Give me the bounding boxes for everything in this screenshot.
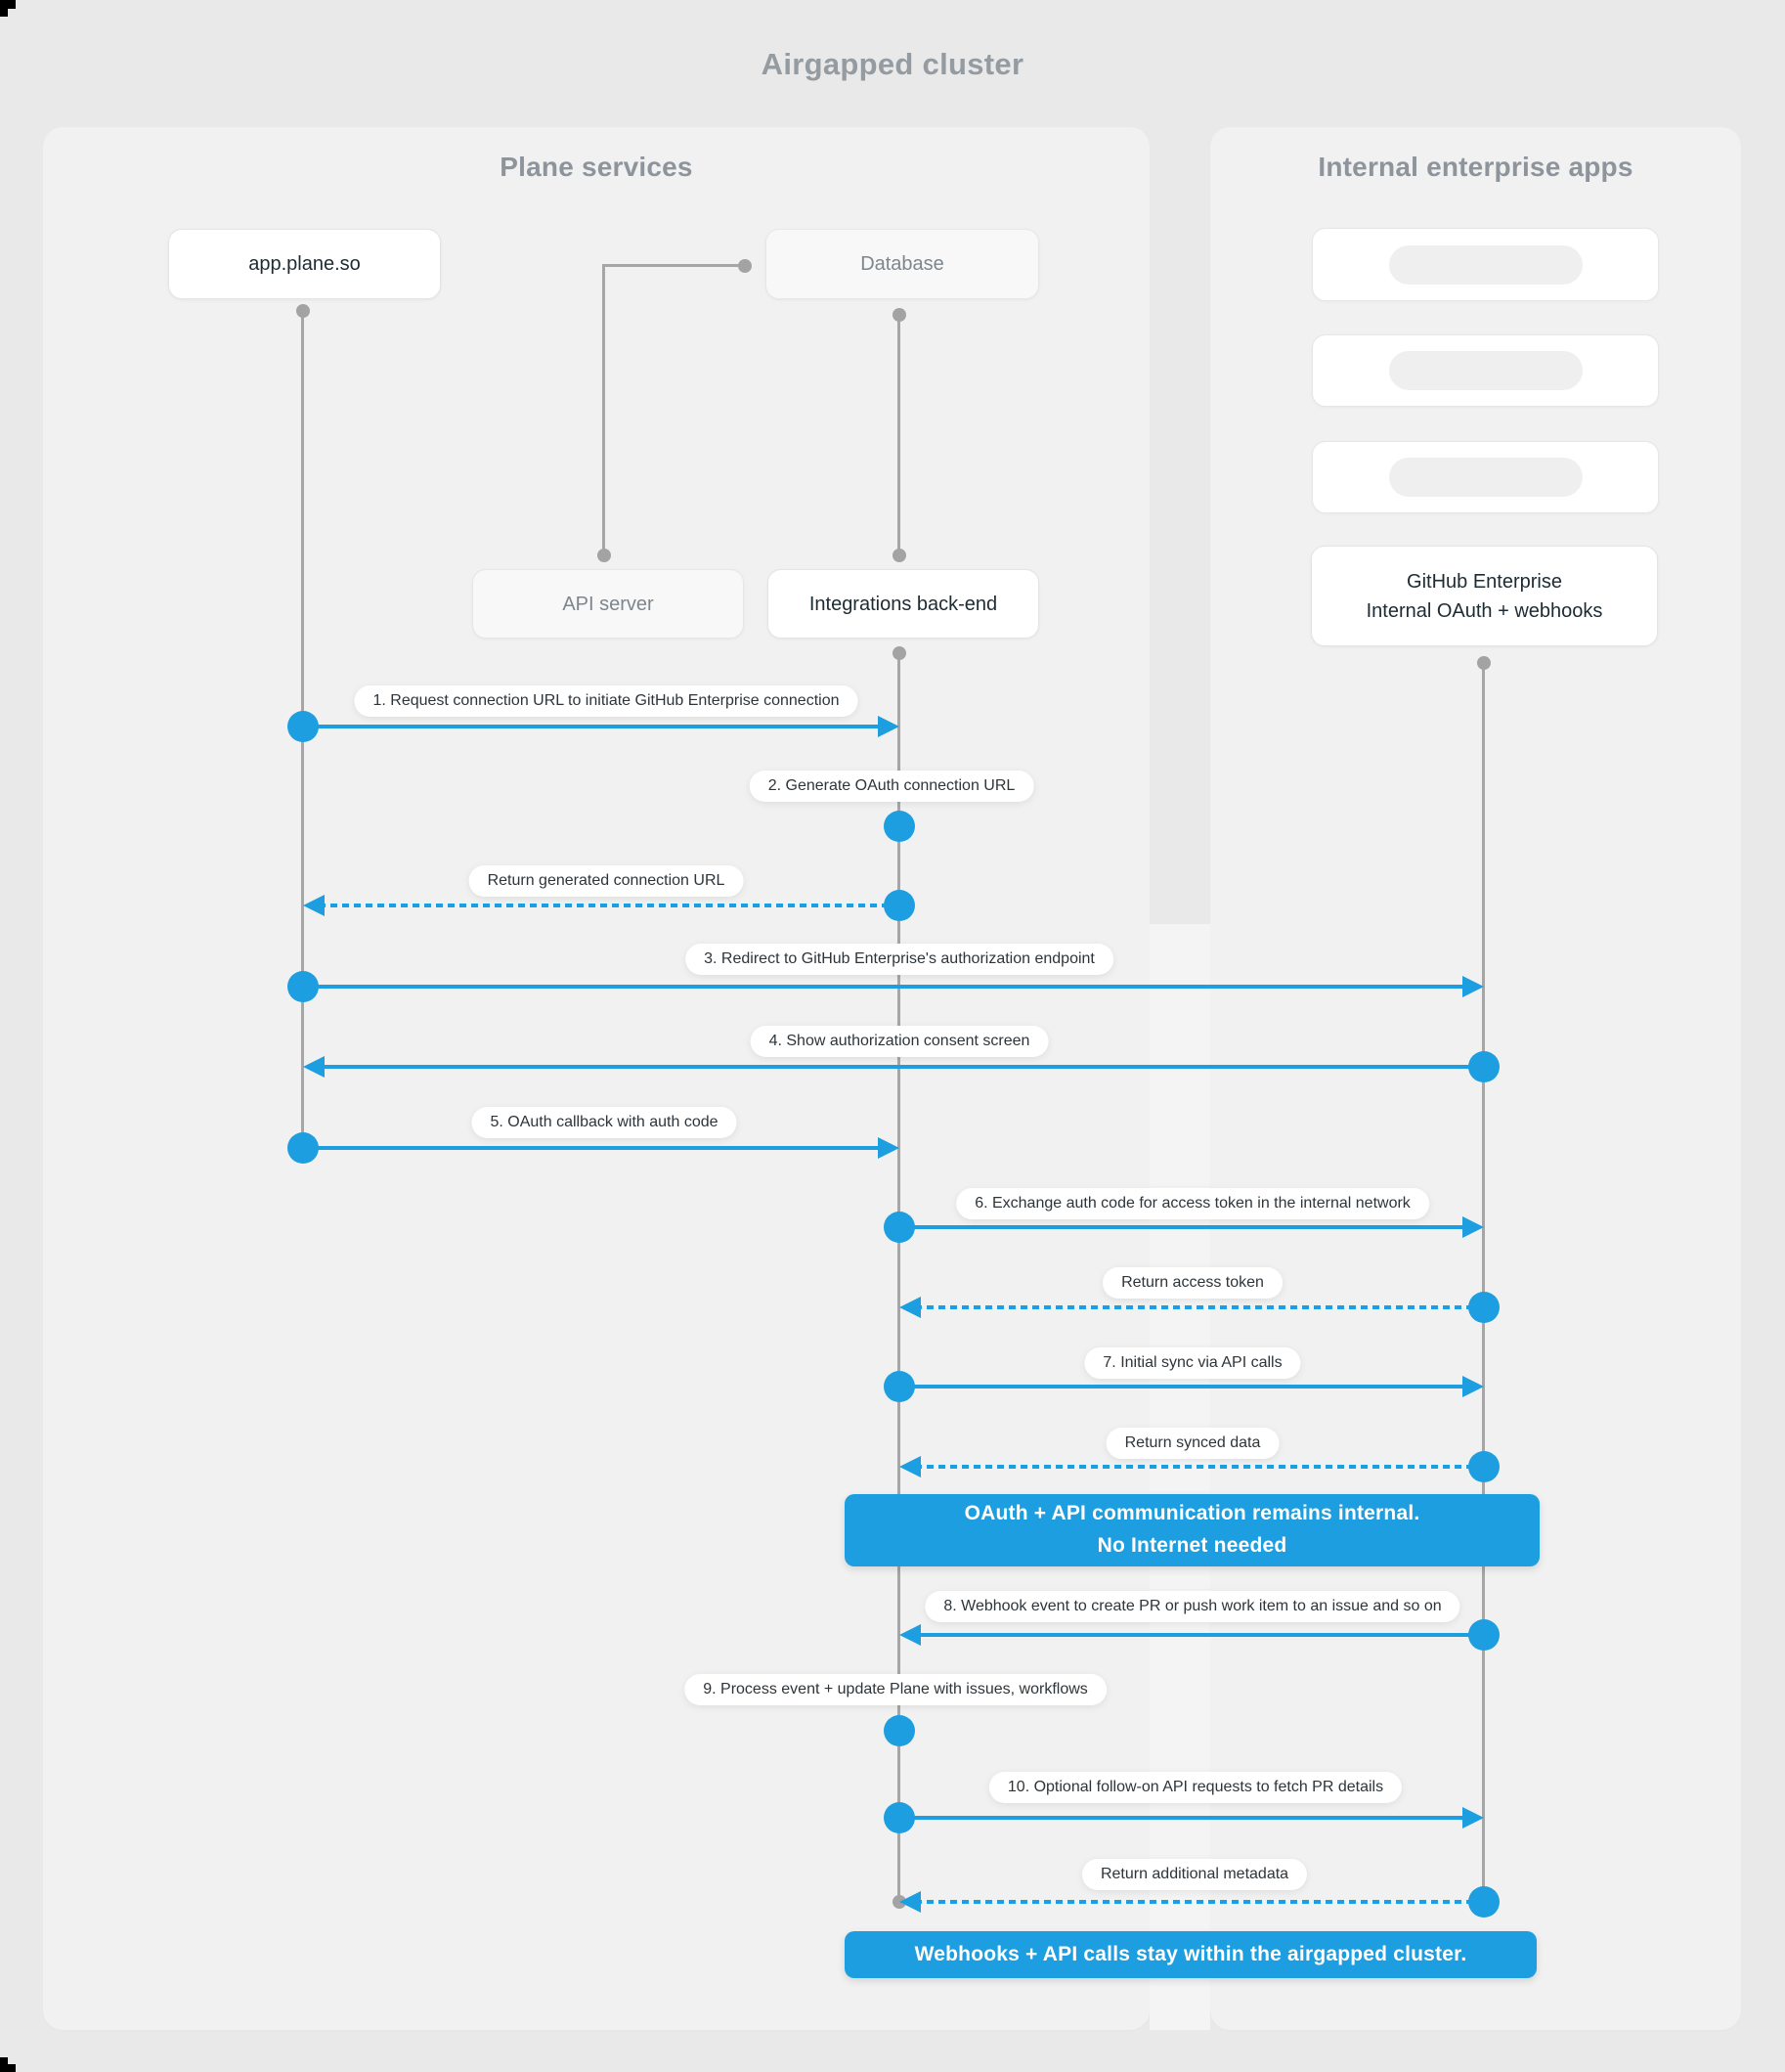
arrowhead-icon (899, 1456, 921, 1477)
message-arrow (915, 1305, 1484, 1309)
actor-label: app.plane.so (248, 253, 361, 275)
message-arrow (899, 1225, 1468, 1229)
message-arrow (899, 1816, 1468, 1820)
message-self-dot (884, 811, 915, 842)
connector-api-server-to-database (602, 266, 605, 555)
actor-label: GitHub Enterprise (1407, 570, 1562, 593)
arrowhead-icon (303, 895, 325, 916)
message-arrow (915, 1465, 1484, 1469)
message-origin-dot (287, 1132, 319, 1164)
arrowhead-icon (899, 1624, 921, 1646)
arrowhead-icon (878, 716, 899, 737)
placeholder-pill (1388, 458, 1583, 497)
corner-mark-bottom-left (0, 2057, 8, 2072)
message-self-dot (884, 1715, 915, 1746)
message-arrow (303, 725, 884, 728)
message-origin-dot (1468, 1451, 1500, 1482)
placeholder-app-box (1312, 334, 1659, 407)
message-arrow (319, 1065, 1484, 1069)
lifeline-endpoint-dot (1477, 656, 1491, 670)
message-origin-dot (1468, 1292, 1500, 1323)
connector-api-server-to-database (602, 264, 745, 267)
message-label: Return generated connection URL (468, 865, 744, 897)
message-label: 7. Initial sync via API calls (1084, 1347, 1301, 1379)
corner-mark-top-left (0, 9, 8, 17)
actor-box-database: Database (765, 229, 1039, 299)
panel-gap-connector-strip (1150, 924, 1210, 2030)
message-arrow (303, 1146, 884, 1150)
actor-label: Database (860, 253, 944, 275)
message-label: 10. Optional follow-on API requests to f… (988, 1772, 1403, 1803)
arrowhead-icon (1462, 1216, 1484, 1238)
message-arrow (319, 904, 899, 907)
actor-box-github-enterprise: GitHub Enterprise Internal OAuth + webho… (1311, 546, 1658, 646)
actor-box-api-server: API server (472, 569, 744, 639)
message-label: 4. Show authorization consent screen (750, 1026, 1049, 1057)
banner-line: OAuth + API communication remains intern… (964, 1502, 1420, 1525)
lifeline-integrations-back-end (897, 653, 900, 1902)
message-origin-dot (1468, 1886, 1500, 1918)
arrowhead-icon (1462, 1376, 1484, 1397)
message-label: 8. Webhook event to create PR or push wo… (925, 1591, 1460, 1622)
actor-label: Integrations back-end (808, 593, 998, 615)
message-origin-dot (287, 971, 319, 1002)
message-label: 1. Request connection URL to initiate Gi… (354, 685, 858, 717)
placeholder-app-box (1312, 228, 1659, 301)
message-arrow (899, 1385, 1468, 1389)
connector-endpoint-dot (892, 549, 906, 562)
message-origin-dot (1468, 1051, 1500, 1082)
banner-internal-communication: OAuth + API communication remains intern… (845, 1494, 1540, 1566)
message-origin-dot (884, 1802, 915, 1833)
message-arrow (303, 985, 1468, 989)
message-label: 5. OAuth callback with auth code (471, 1107, 737, 1138)
actor-box-integrations-back-end: Integrations back-end (767, 569, 1039, 639)
actor-label: API server (562, 593, 654, 615)
message-origin-dot (884, 890, 915, 921)
connector-endpoint-dot (597, 549, 611, 562)
arrowhead-icon (1462, 1807, 1484, 1829)
plane-services-header: Plane services (500, 152, 693, 182)
message-label: 6. Exchange auth code for access token i… (956, 1188, 1429, 1219)
message-label: Return additional metadata (1081, 1859, 1308, 1890)
arrowhead-icon (1462, 976, 1484, 997)
placeholder-pill (1388, 244, 1583, 285)
actor-box-app-plane-so: app.plane.so (168, 229, 441, 299)
message-origin-dot (1468, 1619, 1500, 1651)
banner-airgapped-cluster: Webhooks + API calls stay within the air… (845, 1931, 1537, 1978)
arrowhead-icon (899, 1891, 921, 1913)
lifeline-github-enterprise (1482, 663, 1485, 1902)
message-label: Return synced data (1106, 1428, 1280, 1459)
internal-enterprise-apps-header: Internal enterprise apps (1318, 152, 1633, 182)
placeholder-pill (1388, 351, 1583, 390)
placeholder-app-box (1312, 441, 1659, 513)
connector-database-to-integrations (897, 315, 900, 555)
message-label: 2. Generate OAuth connection URL (749, 771, 1034, 802)
lifeline-endpoint-dot (892, 646, 906, 660)
banner-line: No Internet needed (1097, 1534, 1287, 1557)
corner-mark-top-left (0, 0, 16, 9)
connector-endpoint-dot (738, 259, 752, 273)
message-label: 9. Process event + update Plane with iss… (684, 1674, 1107, 1705)
lifeline-endpoint-dot (296, 304, 310, 318)
arrowhead-icon (899, 1297, 921, 1318)
message-label: Return access token (1103, 1267, 1283, 1299)
corner-mark-bottom-left (8, 2064, 16, 2072)
message-origin-dot (287, 711, 319, 742)
banner-line: Webhooks + API calls stay within the air… (914, 1942, 1467, 1965)
message-arrow (915, 1900, 1484, 1904)
arrowhead-icon (303, 1056, 325, 1078)
plane-services-panel (43, 127, 1150, 2030)
message-origin-dot (884, 1371, 915, 1402)
connector-endpoint-dot (892, 308, 906, 322)
page-title: Airgapped cluster (761, 47, 1024, 81)
message-origin-dot (884, 1212, 915, 1243)
message-label: 3. Redirect to GitHub Enterprise's autho… (685, 944, 1113, 975)
actor-label: Internal OAuth + webhooks (1366, 599, 1603, 622)
arrowhead-icon (878, 1137, 899, 1159)
message-arrow (915, 1633, 1484, 1637)
